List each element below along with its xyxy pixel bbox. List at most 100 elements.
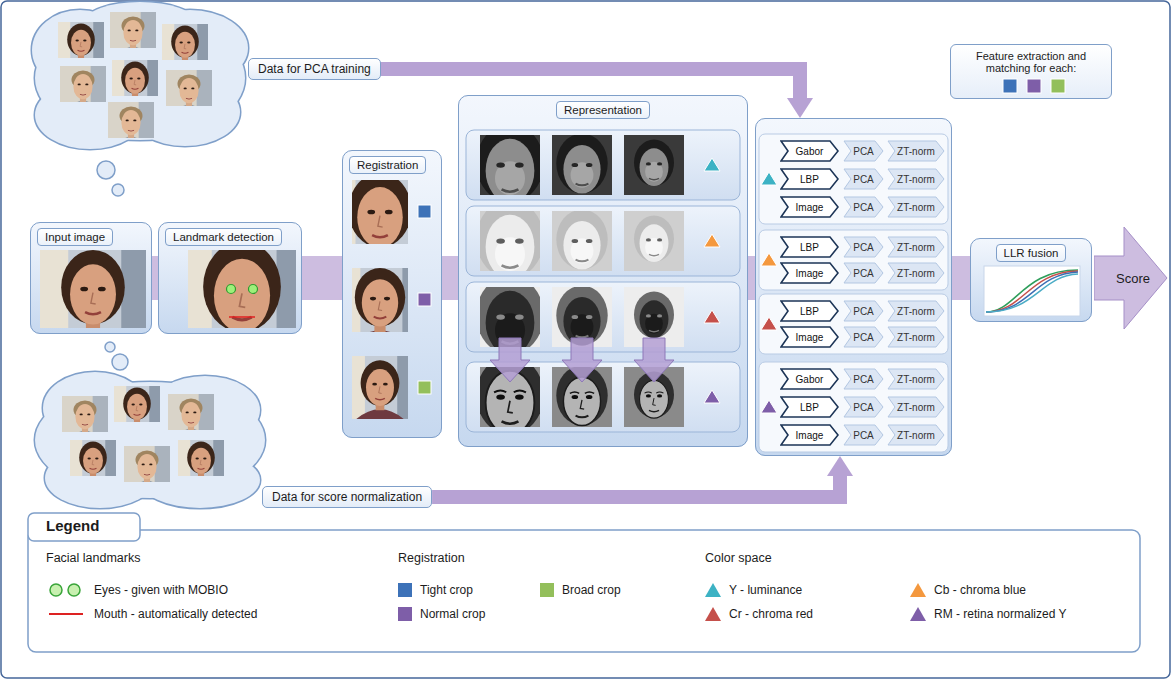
step-chevron: PCA <box>843 262 884 284</box>
step-chevron: ZT-norm <box>887 368 945 390</box>
flow-arrow <box>490 338 674 382</box>
registration-crop <box>338 260 422 343</box>
chevron-shape <box>888 197 944 217</box>
node-text: Representation <box>556 101 650 119</box>
legend-entry: Eyes - given with MOBIO <box>46 581 228 599</box>
node-text: ZT-norm <box>897 268 935 279</box>
node-text: LBP <box>800 306 819 317</box>
node-text: Feature extraction and matching for each… <box>957 50 1105 74</box>
node-text: ZT-norm <box>897 430 935 441</box>
chevron-shape <box>888 237 944 257</box>
thought-cloud <box>112 354 128 370</box>
node-text: LLR fusion <box>996 244 1067 262</box>
legend-square <box>540 583 554 597</box>
step-chevron: ZT-norm <box>887 236 945 258</box>
score-arrow-shape <box>1094 227 1167 329</box>
data-label-box: Data for score normalization <box>262 486 432 508</box>
chevron-shape <box>781 197 838 217</box>
color-marker <box>761 253 777 266</box>
chevron-shape <box>781 301 838 321</box>
node-text: ZT-norm <box>897 146 935 157</box>
step-chevron: PCA <box>843 326 884 348</box>
pipeline-band <box>302 256 342 300</box>
landmark-photo <box>249 285 258 294</box>
face-photo <box>110 9 156 55</box>
legend-heading: Registration <box>398 551 465 565</box>
face-photo <box>58 19 104 65</box>
node-text: Gabor <box>796 146 824 157</box>
node-text: PCA <box>853 146 874 157</box>
step-chevron: PCA <box>843 236 884 258</box>
face-photo <box>108 99 154 145</box>
node-text: Landmark detection <box>165 228 282 246</box>
face-photo <box>124 443 170 489</box>
step-chevron: ZT-norm <box>887 262 945 284</box>
input-photo <box>40 239 146 345</box>
representation-image <box>621 133 688 200</box>
legend-entry: Normal crop <box>398 605 485 623</box>
step-chevron: ZT-norm <box>887 196 945 218</box>
legend-entry: Cb - chroma blue <box>910 581 1026 599</box>
face-photo <box>178 437 224 483</box>
stage-panel: Registration <box>342 150 442 438</box>
node-text: PCA <box>853 430 874 441</box>
face-photo <box>178 437 224 483</box>
registration-crop <box>348 354 413 419</box>
thought-cloud <box>32 2 248 196</box>
face-photo <box>62 393 108 439</box>
node-text: Score <box>1116 271 1150 286</box>
score-arrow: Score <box>1094 226 1168 330</box>
label-slot: Color space <box>705 551 772 565</box>
eye-marker <box>68 584 80 596</box>
representation-image <box>539 201 625 287</box>
step-chevron: PCA <box>843 168 884 190</box>
face-photo <box>58 9 212 145</box>
face-photo <box>58 19 104 65</box>
legend-text: RM - retina normalized Y <box>934 607 1067 621</box>
legend-text: Y - luminance <box>729 583 802 597</box>
mouth-marker <box>46 606 86 622</box>
node-text: PCA <box>853 174 874 185</box>
registration-marker <box>1003 79 1017 93</box>
node-text: ZT-norm <box>897 306 935 317</box>
face-photo <box>124 443 170 489</box>
color-marker <box>704 390 720 403</box>
legend-frame <box>28 513 140 541</box>
feature-group <box>759 134 948 452</box>
chevron-shape <box>781 397 838 417</box>
face-photo <box>70 437 116 483</box>
representation-image <box>454 113 688 458</box>
feature-chevron: Image <box>780 424 839 446</box>
node-text: Registration <box>349 156 426 174</box>
step-chevron: PCA <box>843 300 884 322</box>
legend-entry: Y - luminance <box>705 581 802 599</box>
chevron-shape <box>781 425 838 445</box>
node-text: PCA <box>853 332 874 343</box>
heading-box: Feature extraction and matching for each… <box>950 44 1112 99</box>
landmark-photo <box>227 285 236 294</box>
node-text: Image <box>796 268 824 279</box>
thought-cloud <box>150 376 260 444</box>
color-marker <box>761 172 777 185</box>
legend-text: Cb - chroma blue <box>934 583 1026 597</box>
face-photo <box>162 21 208 67</box>
legend-entry: Cr - chroma red <box>705 605 813 623</box>
stage-panel: Landmark detection <box>158 222 302 334</box>
stage-panel: Representation <box>458 95 748 447</box>
flow-arrow <box>490 338 530 382</box>
face-photo <box>60 63 106 109</box>
legend-text: Normal crop <box>420 607 485 621</box>
node-text: ZT-norm <box>897 242 935 253</box>
legend-frame <box>28 513 1140 652</box>
node-text: PCA <box>853 402 874 413</box>
stage-panel: Input image <box>30 222 152 334</box>
legend-title: Legend <box>46 517 99 534</box>
chevron-shape <box>844 327 883 347</box>
face-photo <box>112 57 158 103</box>
legend-text: Cr - chroma red <box>729 607 813 621</box>
color-marker <box>761 172 777 413</box>
legend-triangle <box>705 583 721 597</box>
chevron-shape <box>888 327 944 347</box>
registration-crop <box>418 381 431 394</box>
